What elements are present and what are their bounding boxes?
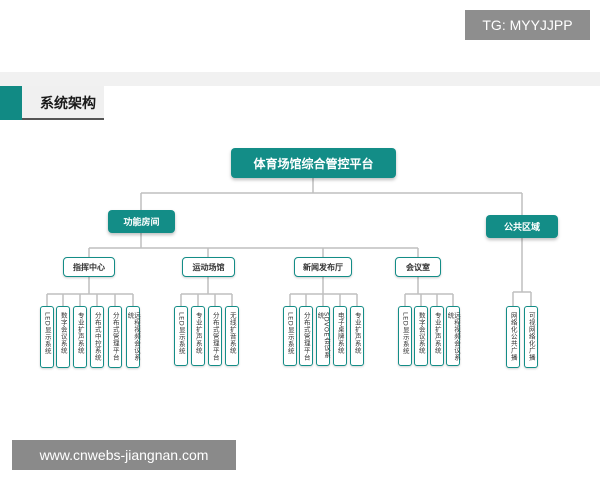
title-accent [0, 86, 22, 120]
leaf-node: 网络化公共广播 [506, 306, 520, 368]
leaf-node: LED显示系统 [40, 306, 54, 368]
leaf-node: LED显示系统 [283, 306, 297, 366]
leaf-node: 远程视频会议系统 [446, 306, 461, 366]
node-meeting-room: 会议室 [395, 257, 441, 277]
leaf-node: 分布式管理平台 [108, 306, 122, 368]
leaf-node: 分布式管理平台 [299, 306, 313, 366]
leaf-node: 无线扩音系统 [225, 306, 239, 366]
leaf-node: LED显示系统 [398, 306, 412, 366]
section-title: 系统架构 [40, 96, 96, 112]
leaf-node: 分布式中控系统 [90, 306, 104, 368]
root-node: 体育场馆综合管控平台 [231, 148, 396, 178]
leaf-node: 远程视频会议系统 [126, 306, 141, 368]
node-public-area: 公共区域 [486, 215, 558, 238]
leaf-node: 专业扩声系统 [430, 306, 444, 366]
leaf-node: 数字会议系统 [56, 306, 70, 368]
leaf-node: 可视网络化广播 [524, 306, 538, 368]
node-function-rooms: 功能房间 [108, 210, 175, 233]
leaf-node: 分布式管理平台 [208, 306, 222, 366]
title-bar [22, 86, 104, 120]
tg-watermark: TG: MYYJJPP [465, 10, 590, 40]
node-press-hall: 新闻发布厅 [294, 257, 352, 277]
leaf-node: SDVOE会议系统 [316, 306, 331, 366]
node-sports-venue: 运动场馆 [182, 257, 235, 277]
url-watermark: www.cnwebs-jiangnan.com [12, 440, 236, 470]
leaf-node: 电子桌牌系统 [333, 306, 347, 366]
leaf-node: 专业扩声系统 [191, 306, 205, 366]
header-band [0, 72, 600, 86]
leaf-node: 专业扩声系统 [73, 306, 87, 368]
leaf-node: 专业扩声系统 [350, 306, 364, 366]
node-command-center: 指挥中心 [63, 257, 115, 277]
leaf-node: LED显示系统 [174, 306, 188, 366]
leaf-node: 数字会议系统 [414, 306, 428, 366]
